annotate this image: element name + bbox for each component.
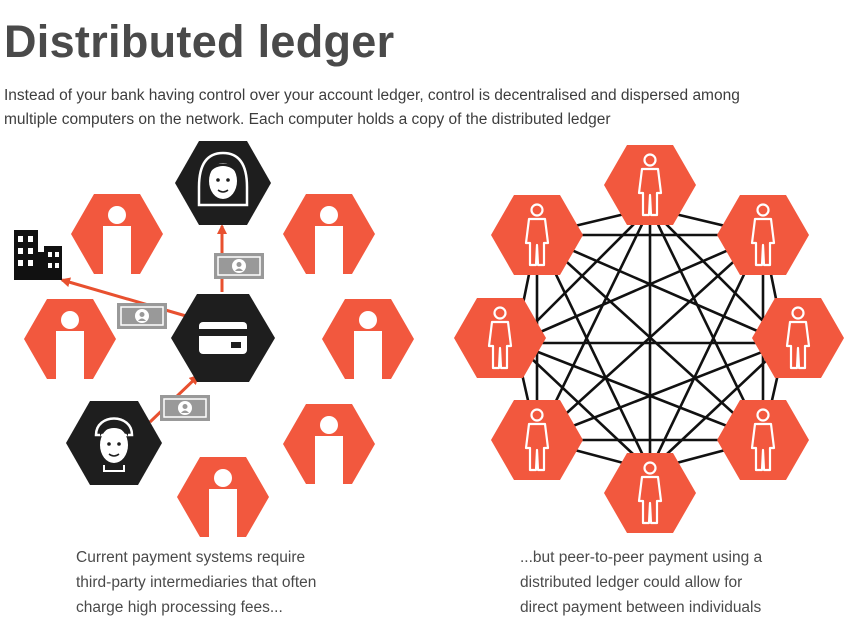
- hexagon-shape: [604, 145, 696, 225]
- subtitle-line-1: Instead of your bank having control over…: [4, 87, 740, 104]
- person-icon: [56, 311, 84, 379]
- hexagon-shape: [717, 195, 809, 275]
- hexagon-shape: [454, 298, 546, 378]
- person-icon: [103, 206, 131, 274]
- bank-building-icon: [14, 230, 62, 280]
- person-node: [177, 457, 269, 537]
- banknote-icon: [117, 303, 167, 329]
- person-icon: [750, 203, 776, 267]
- hexagon-shape: [752, 298, 844, 378]
- man-face-icon: [94, 417, 134, 472]
- peer-node: [604, 145, 696, 225]
- person-node: [283, 194, 375, 274]
- woman-node: [175, 141, 271, 225]
- page-subtitle: Instead of your bank having control over…: [4, 84, 834, 132]
- person-icon: [315, 416, 343, 484]
- person-node: [283, 404, 375, 484]
- person-icon: [354, 311, 382, 379]
- peer-node: [752, 298, 844, 378]
- peer-node: [604, 453, 696, 533]
- right-caption-line-3: direct payment between individuals: [520, 599, 762, 616]
- peer-node: [491, 400, 583, 480]
- distributed-network: [454, 145, 844, 533]
- page-title: Distributed ledger: [4, 16, 395, 67]
- man-node: [66, 401, 162, 485]
- person-icon: [209, 469, 237, 537]
- intermediary-node: [171, 294, 275, 382]
- hexagon-shape: [604, 453, 696, 533]
- person-node: [24, 299, 116, 379]
- peer-node: [717, 400, 809, 480]
- centralised-network: [14, 141, 414, 537]
- peer-node: [717, 195, 809, 275]
- person-icon: [750, 408, 776, 472]
- right-caption-line-2: distributed ledger could allow for: [520, 574, 743, 591]
- peer-node: [491, 195, 583, 275]
- person-icon: [487, 306, 513, 370]
- peer-node: [454, 298, 546, 378]
- person-node: [71, 194, 163, 274]
- left-caption: Current payment systems require third-pa…: [76, 545, 376, 620]
- right-caption: ...but peer-to-peer payment using a dist…: [520, 545, 820, 620]
- person-icon: [315, 206, 343, 274]
- left-caption-line-3: charge high processing fees...: [76, 599, 283, 616]
- person-icon: [637, 153, 663, 217]
- person-icon: [524, 203, 550, 267]
- person-icon: [785, 306, 811, 370]
- banknote-icon: [214, 253, 264, 279]
- person-icon: [524, 408, 550, 472]
- banknote-icon: [160, 395, 210, 421]
- hexagon-shape: [491, 195, 583, 275]
- hexagon-shape: [717, 400, 809, 480]
- left-caption-line-2: third-party intermediaries that often: [76, 574, 317, 591]
- hexagon-shape: [491, 400, 583, 480]
- left-caption-line-1: Current payment systems require: [76, 549, 306, 566]
- credit-card-icon: [199, 322, 247, 354]
- subtitle-line-2: multiple computers on the network. Each …: [4, 111, 611, 128]
- woman-face-icon: [197, 151, 249, 207]
- right-caption-line-1: ...but peer-to-peer payment using a: [520, 549, 763, 566]
- person-node: [322, 299, 414, 379]
- person-icon: [637, 461, 663, 525]
